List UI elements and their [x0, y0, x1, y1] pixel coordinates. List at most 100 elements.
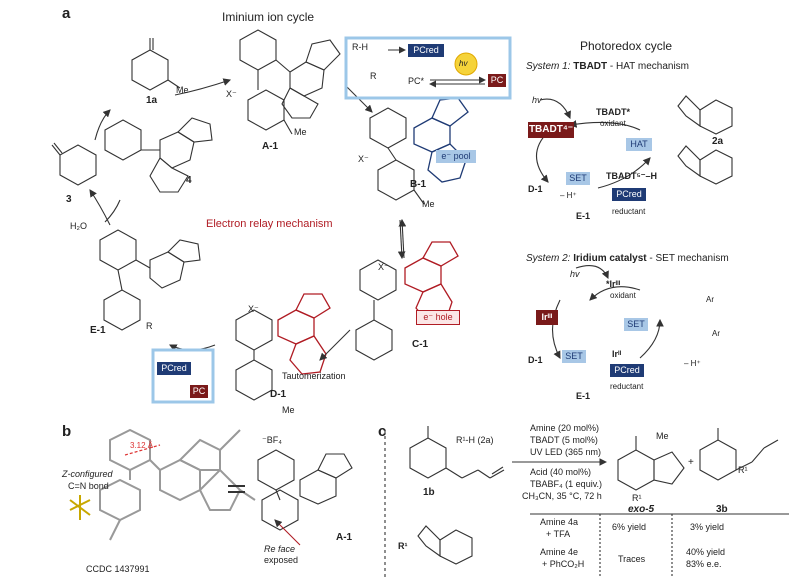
plus-sign: +: [688, 457, 694, 468]
label-pc-star: PC*: [408, 76, 425, 86]
structure-4: [104, 117, 213, 193]
structure-A-1-panel-b: [257, 449, 353, 531]
row2-3b: 40% yield: [686, 547, 726, 557]
label-E-1: E-1: [90, 325, 106, 336]
photocatalyst-frame-bottom: [151, 348, 215, 404]
ccdc-label: CCDC 1437991: [86, 564, 150, 574]
label-x-minus-D1: X⁻: [248, 304, 259, 314]
label-B-1: B-1: [410, 179, 427, 190]
ar-label-2: Ar: [712, 329, 720, 338]
bf4-anion: [69, 495, 91, 520]
label-exo-5: exo-5: [628, 504, 655, 515]
hv-label-system2: hv: [570, 269, 580, 279]
label-me-1a: Me: [176, 85, 189, 95]
structure-B-1-carbazole: [413, 97, 469, 183]
structure-B-1: [369, 107, 425, 205]
reductant-label-1: reductant: [612, 207, 646, 216]
label-me-A1: Me: [294, 127, 307, 137]
ar-label-1: Ar: [706, 295, 714, 304]
label-r-radical: R: [370, 71, 377, 81]
distance-label: 3.12 Å: [130, 441, 154, 450]
pc-red-system1: PCred: [612, 188, 646, 201]
structure-D-1-carbazole: [277, 293, 331, 375]
set-badge-1: SET: [566, 172, 590, 185]
label-h2o: H₂O: [70, 221, 87, 231]
label-C-1: C-1: [412, 339, 429, 350]
electron-relay-label: Electron relay mechanism: [206, 218, 333, 230]
label-A-1-panel-b: A-1: [336, 532, 353, 543]
row2-exo5: Traces: [618, 554, 646, 564]
ir2-label: Irᴵᴵ: [612, 349, 622, 359]
iminium-cycle-title: Iminium ion cycle: [222, 10, 315, 24]
system1-title: System 1: TBADT - HAT mechanism: [526, 61, 690, 72]
r1-3b: R¹: [738, 465, 748, 475]
minus-h-1: – H⁺: [560, 191, 577, 200]
row2-acid: + PhCO₂H: [542, 559, 585, 569]
set-badge-3: SET: [562, 350, 586, 363]
label-3: 3: [66, 194, 72, 205]
tbadt5h-label: TBADT⁵⁻–H: [606, 171, 657, 181]
structure-1a: [131, 38, 181, 91]
panel-label-a: a: [62, 5, 71, 22]
structure-D-1: [235, 309, 273, 401]
r1-exo5: R¹: [632, 493, 642, 503]
structure-A-1: [239, 29, 341, 135]
re-face-line2: exposed: [264, 555, 299, 565]
sun-icon: [454, 52, 478, 76]
label-E-1-system1: E-1: [576, 211, 591, 221]
crystal-structure: [99, 428, 256, 541]
minus-h-2: – H⁺: [684, 359, 701, 368]
ir3-badge: Irᴵᴵᴵ: [536, 310, 558, 325]
row2-amine: Amine 4e: [540, 547, 579, 557]
reductant-label-2: reductant: [610, 382, 644, 391]
row1-amine: Amine 4a: [540, 517, 579, 527]
pc-red-system2: PCred: [610, 364, 644, 377]
condition-2: TBADT (5 mol%): [530, 435, 598, 445]
z-config-line1: Z-configured: [62, 469, 113, 479]
label-3b: 3b: [716, 504, 728, 515]
tbadt4-badge: TBADT⁴⁻: [528, 122, 574, 138]
row1-acid: + TFA: [546, 529, 571, 539]
bf4-label: ⁻BF₄: [262, 435, 282, 445]
pc-bottom: PC: [190, 385, 208, 398]
r1-group-label: R¹: [398, 541, 408, 551]
label-D-1-system2: D-1: [528, 355, 543, 365]
condition-4: Acid (40 mol%): [530, 467, 592, 477]
row1-3b: 3% yield: [690, 522, 725, 532]
condition-5: TBABF₄ (1 equiv.): [530, 479, 603, 489]
me-exo5: Me: [656, 431, 669, 441]
label-x-minus-B1: X⁻: [358, 154, 369, 164]
tautomerization-label: Tautomerization: [282, 371, 346, 381]
hv-label-top: hv: [459, 59, 468, 68]
re-face-line1: Re face: [264, 544, 296, 554]
oxidant-label-1: oxidant: [600, 119, 626, 128]
hv-label-system1: hv: [532, 95, 542, 105]
label-1a: 1a: [146, 95, 158, 106]
condition-6: CH₃CN, 35 °C, 72 h: [522, 491, 602, 501]
panel-label-c: c: [378, 423, 387, 440]
structure-C-1: [355, 259, 397, 361]
oxidant-label-2: oxidant: [610, 291, 636, 300]
label-D-1: D-1: [270, 389, 287, 400]
label-1b: 1b: [423, 487, 435, 498]
condition-1: Amine (20 mol%): [530, 423, 600, 433]
photoredox-cycle-title: Photoredox cycle: [580, 39, 673, 53]
structure-3: [51, 142, 97, 186]
label-x-minus-A1: X⁻: [226, 89, 237, 99]
label-me-B1: Me: [422, 199, 435, 209]
label-D-1-system1: D-1: [528, 184, 543, 194]
z-config-line2: C=N bond: [68, 481, 109, 491]
label-4: 4: [186, 175, 192, 186]
pc-top: PC: [488, 74, 506, 87]
label-me-D1: Me: [282, 405, 295, 415]
system2-title: System 2: Iridium catalyst - SET mechani…: [526, 253, 729, 264]
r1h-label: R¹-H (2a): [456, 435, 494, 445]
set-badge-2: SET: [624, 318, 648, 331]
structure-E-1: [99, 229, 201, 331]
label-x-minus-C1: X⁻: [378, 262, 389, 272]
row1-exo5: 6% yield: [612, 522, 647, 532]
label-r-h: R-H: [352, 42, 368, 52]
hat-badge: HAT: [626, 138, 652, 151]
